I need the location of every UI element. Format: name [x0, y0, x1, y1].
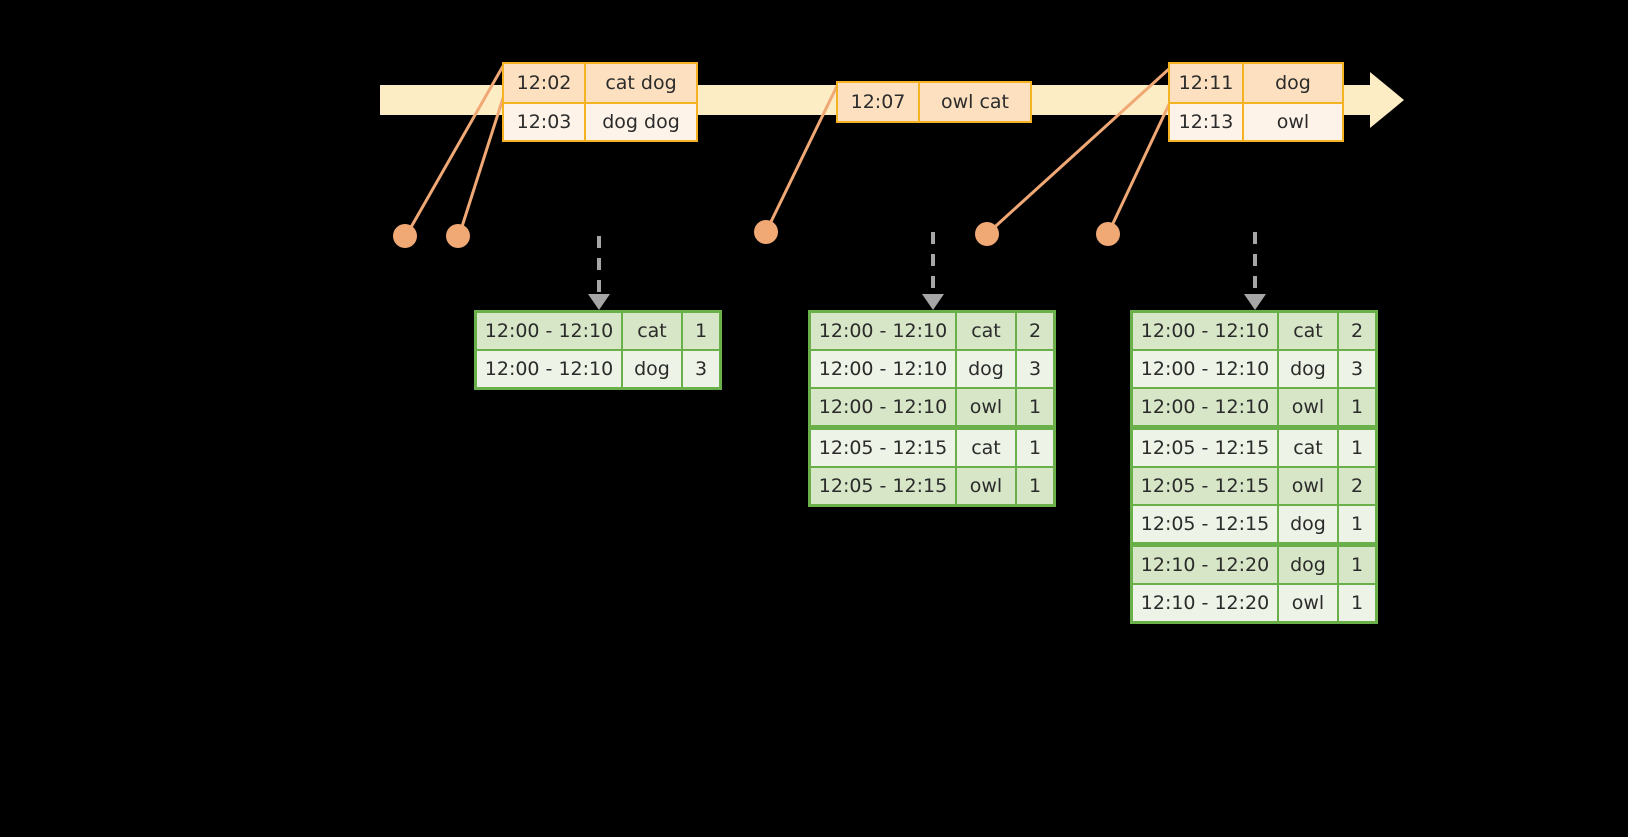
cell-window: 12:00 - 12:10 — [477, 351, 621, 387]
cell-count: 3 — [1017, 351, 1053, 387]
event-value: owl cat — [920, 83, 1030, 121]
event-group-1[interactable]: 12:02 cat dog 12:03 dog dog — [502, 62, 698, 142]
cell-window: 12:05 - 12:15 — [1133, 468, 1277, 504]
connector-dot — [1096, 222, 1120, 246]
flow-arrow-head — [588, 294, 610, 310]
cell-window: 12:00 - 12:10 — [1133, 351, 1277, 387]
event-value: dog — [1244, 64, 1342, 102]
cell-window: 12:00 - 12:10 — [811, 351, 955, 387]
cell-window: 12:00 - 12:10 — [811, 313, 955, 349]
event-row: 12:11 dog — [1170, 64, 1342, 102]
connector-dot — [393, 224, 417, 248]
timeline-arrowhead — [1370, 72, 1404, 128]
event-time: 12:11 — [1170, 64, 1244, 102]
cell-count: 3 — [1339, 351, 1375, 387]
connector-dot — [446, 224, 470, 248]
flow-arrow-shaft — [1253, 232, 1257, 298]
cell-key: owl — [1279, 468, 1337, 504]
cell-key: owl — [1279, 389, 1337, 425]
cell-count: 1 — [1339, 389, 1375, 425]
cell-key: cat — [957, 430, 1015, 466]
event-row: 12:02 cat dog — [504, 64, 696, 102]
cell-count: 2 — [1339, 468, 1375, 504]
cell-window: 12:05 - 12:15 — [1133, 506, 1277, 542]
cell-key: dog — [957, 351, 1015, 387]
cell-window: 12:05 - 12:15 — [1133, 430, 1277, 466]
event-group-2[interactable]: 12:07 owl cat — [836, 81, 1032, 123]
cell-count: 1 — [1017, 468, 1053, 504]
cell-window: 12:00 - 12:10 — [1133, 313, 1277, 349]
flow-arrow-head — [922, 294, 944, 310]
cell-count: 1 — [1339, 430, 1375, 466]
cell-window: 12:00 - 12:10 — [811, 389, 955, 425]
event-time: 12:03 — [504, 104, 586, 140]
cell-key: dog — [1279, 506, 1337, 542]
cell-window: 12:05 - 12:15 — [811, 430, 955, 466]
cell-key: cat — [1279, 313, 1337, 349]
cell-count: 2 — [1017, 313, 1053, 349]
cell-count: 2 — [1339, 313, 1375, 349]
cell-key: owl — [957, 389, 1015, 425]
cell-count: 1 — [683, 313, 719, 349]
flow-arrow-head — [1244, 294, 1266, 310]
cell-key: dog — [623, 351, 681, 387]
flow-arrow-shaft — [931, 232, 935, 298]
cell-key: owl — [957, 468, 1015, 504]
cell-window: 12:10 - 12:20 — [1133, 547, 1277, 583]
flow-arrow-shaft — [597, 236, 601, 298]
event-value: cat dog — [586, 64, 696, 102]
event-time: 12:07 — [838, 83, 920, 121]
cell-window: 12:00 - 12:10 — [477, 313, 621, 349]
cell-count: 1 — [1017, 430, 1053, 466]
cell-window: 12:10 - 12:20 — [1133, 585, 1277, 621]
cell-count: 1 — [1017, 389, 1053, 425]
cell-key: dog — [1279, 351, 1337, 387]
cell-count: 1 — [1339, 585, 1375, 621]
event-time: 12:13 — [1170, 104, 1244, 140]
connector-dot — [975, 222, 999, 246]
event-value: owl — [1244, 104, 1342, 140]
cell-key: dog — [1279, 547, 1337, 583]
event-group-3[interactable]: 12:11 dog 12:13 owl — [1168, 62, 1344, 142]
cell-key: cat — [1279, 430, 1337, 466]
cell-window: 12:05 - 12:15 — [811, 468, 955, 504]
event-row: 12:07 owl cat — [838, 83, 1030, 121]
cell-key: owl — [1279, 585, 1337, 621]
event-time: 12:02 — [504, 64, 586, 102]
cell-window: 12:00 - 12:10 — [1133, 389, 1277, 425]
cell-key: cat — [623, 313, 681, 349]
connector-dot — [754, 220, 778, 244]
event-value: dog dog — [586, 104, 696, 140]
event-row: 12:03 dog dog — [504, 102, 696, 140]
event-row: 12:13 owl — [1170, 102, 1342, 140]
cell-count: 3 — [683, 351, 719, 387]
cell-count: 1 — [1339, 506, 1375, 542]
cell-count: 1 — [1339, 547, 1375, 583]
cell-key: cat — [957, 313, 1015, 349]
